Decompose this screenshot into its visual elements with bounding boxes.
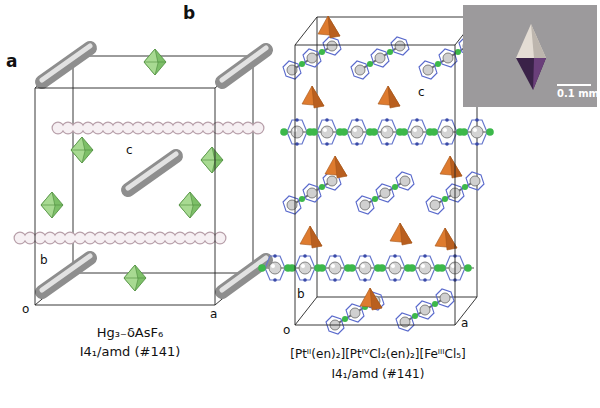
space-group: I4₁/amd (#141) <box>80 345 181 360</box>
space-group: I4₁/amd (#141) <box>332 368 425 382</box>
chemical-formula: [Ptᴵᴵ(en)₂][PtᴵⱽCl₂(en)₂][FeᴵᴵᴵCl₅] <box>290 348 466 362</box>
axis-label: a <box>210 308 217 322</box>
axis-label: b <box>297 288 305 302</box>
axis-label: c <box>418 86 425 100</box>
axis-label: b <box>40 254 48 268</box>
axis-label: c <box>126 144 133 158</box>
panel-letter: a <box>6 52 17 72</box>
axis-label: a <box>461 317 468 331</box>
axis-label: o <box>283 324 290 338</box>
scale-label: 0.1 mm <box>557 88 599 100</box>
panel-letter: b <box>183 4 195 24</box>
chemical-formula: Hg₃₋δAsF₆ <box>97 326 163 341</box>
axis-label: o <box>22 303 29 317</box>
